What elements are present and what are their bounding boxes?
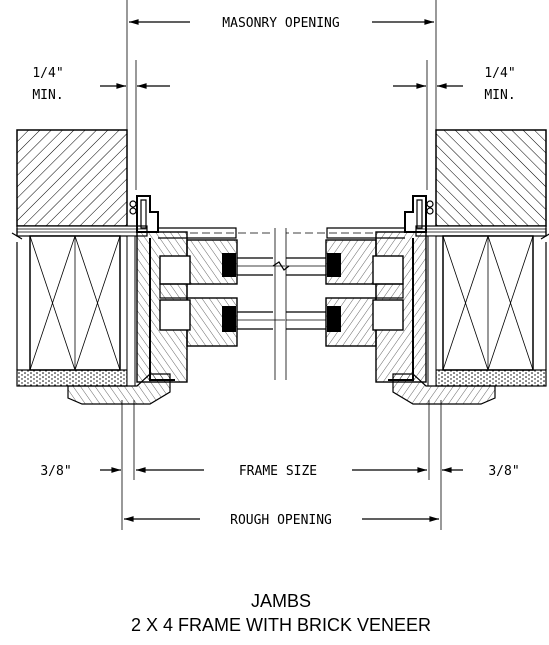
masonry-opening-label: MASONRY OPENING [222, 16, 340, 31]
frame-size-label: FRAME SIZE [239, 464, 317, 479]
caption-subtitle: 2 X 4 FRAME WITH BRICK VENEER [131, 615, 431, 635]
caption-title: JAMBS [251, 591, 311, 611]
left-wall-section [11, 129, 171, 405]
rough-opening-dimension: ROUGH OPENING [124, 513, 439, 528]
center-break-lines [272, 228, 290, 380]
lower-extension-lines [121, 400, 442, 530]
left-gap-dimension: 1/4" MIN. [32, 60, 170, 190]
right-shim-label: 3/8" [488, 464, 519, 479]
left-shim-label: 3/8" [40, 464, 71, 479]
right-gap-value: 1/4" [484, 66, 515, 81]
rough-opening-label: ROUGH OPENING [230, 513, 332, 528]
left-gap-note: MIN. [32, 88, 63, 103]
frame-size-dimension: 3/8" FRAME SIZE 3/8" [40, 464, 519, 479]
right-gap-dimension: 1/4" MIN. [393, 60, 516, 190]
left-gap-value: 1/4" [32, 66, 63, 81]
right-window-frame [286, 195, 434, 383]
right-gap-note: MIN. [484, 88, 515, 103]
left-window-frame [129, 195, 285, 383]
masonry-opening-dimension: MASONRY OPENING [126, 0, 437, 190]
drawing-caption: JAMBS 2 X 4 FRAME WITH BRICK VENEER [131, 591, 431, 635]
